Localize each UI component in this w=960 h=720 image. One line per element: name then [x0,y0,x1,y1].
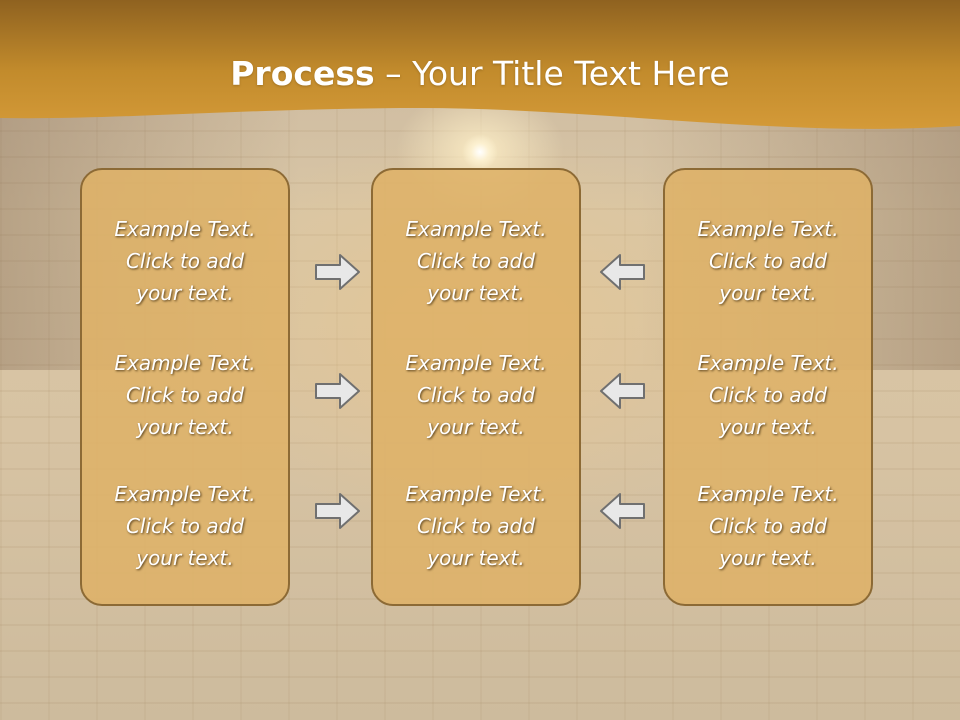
text-block[interactable]: Example Text. Click to add your text. [665,347,871,443]
text-line: Example Text. [114,351,256,375]
text-block[interactable]: Example Text. Click to add your text. [373,478,579,574]
text-line: your text. [427,281,525,305]
text-line: Click to add [416,514,536,538]
street-lamp-glow [462,134,498,170]
text-line: Example Text. [114,217,256,241]
text-line: Click to add [125,514,245,538]
right-arrow-icon[interactable] [314,491,362,531]
text-block[interactable]: Example Text. Click to add your text. [665,213,871,309]
left-arrow-icon[interactable] [598,491,646,531]
right-arrow-icon[interactable] [314,252,362,292]
text-line: Example Text. [697,482,839,506]
title-bold: Process [230,54,375,93]
text-line: Click to add [125,383,245,407]
left-panel[interactable]: Example Text. Click to add your text. Ex… [80,168,290,606]
text-line: Example Text. [114,482,256,506]
text-block[interactable]: Example Text. Click to add your text. [373,213,579,309]
text-line: your text. [136,415,234,439]
text-line: Example Text. [405,482,547,506]
center-panel[interactable]: Example Text. Click to add your text. Ex… [371,168,581,606]
text-block[interactable]: Example Text. Click to add your text. [82,213,288,309]
left-arrow-icon[interactable] [598,371,646,411]
text-line: your text. [427,415,525,439]
text-line: your text. [719,415,817,439]
text-block[interactable]: Example Text. Click to add your text. [665,478,871,574]
right-arrow-icon[interactable] [314,371,362,411]
text-block[interactable]: Example Text. Click to add your text. [82,478,288,574]
text-line: Click to add [416,249,536,273]
text-line: Click to add [708,514,828,538]
right-panel[interactable]: Example Text. Click to add your text. Ex… [663,168,873,606]
text-line: Example Text. [697,217,839,241]
text-line: your text. [136,546,234,570]
text-line: Click to add [416,383,536,407]
text-line: Click to add [125,249,245,273]
text-line: Click to add [708,249,828,273]
text-line: Example Text. [405,351,547,375]
text-line: Click to add [708,383,828,407]
text-block[interactable]: Example Text. Click to add your text. [373,347,579,443]
slide-title[interactable]: Process – Your Title Text Here [0,52,960,96]
left-arrow-icon[interactable] [598,252,646,292]
text-line: your text. [136,281,234,305]
text-line: your text. [719,546,817,570]
text-line: your text. [427,546,525,570]
text-block[interactable]: Example Text. Click to add your text. [82,347,288,443]
text-line: Example Text. [697,351,839,375]
text-line: your text. [719,281,817,305]
title-rest: – Your Title Text Here [374,54,730,93]
header-band [0,0,960,129]
text-line: Example Text. [405,217,547,241]
